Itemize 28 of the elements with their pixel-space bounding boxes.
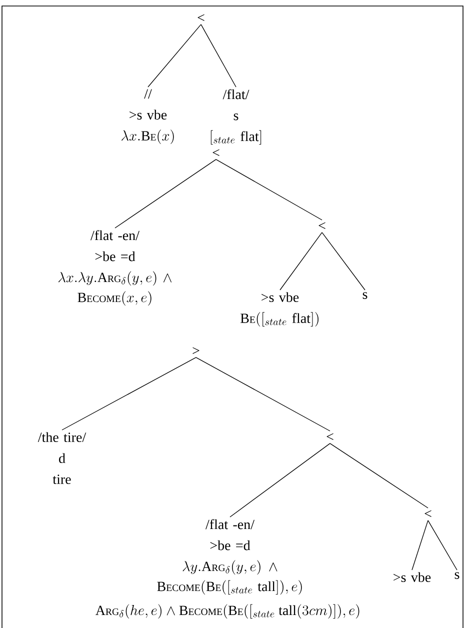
- operator-symbol: <: [326, 433, 334, 440]
- branch-line: [230, 443, 330, 518]
- branch-line: [196, 357, 330, 432]
- lexical-item: /flat -en/ >be =d $\lambda x.\lambda y.\mathrm{A}{\scriptstyle\mathrm{RG}}_\delta(y,e)\wedge \mathrm{B}{\scriptstyle\mathrm{ECOME}}(x,e)$: [58, 230, 172, 306]
- operator-symbol: s: [362, 292, 368, 299]
- lexical-item: /flat -en/ >be =d $\lambda y.\mathrm{A}{\scriptstyle\mathrm{RG}}_\delta(y,e)\wedge \mathrm{B}{\scriptstyle\mathrm{ECOME}}(\mathrm{B}{\scriptstyle\mathrm{E}}([_{state}\ \mbox{tall}]),e)$: [157, 519, 302, 595]
- branch-line: [428, 520, 458, 570]
- branch-line: [148, 24, 202, 88]
- lexical-item: // >s vbe $\lambda x.\mathrm{B}{\scriptstyle\mathrm{E}}(x)$: [122, 89, 174, 144]
- operator-symbol: <: [318, 222, 326, 229]
- branch-line: [322, 232, 366, 290]
- lexical-item: >s vbe $\mathrm{B}{\scriptstyle\mathrm{E}}([_{state}\ \mbox{flat}])$: [240, 292, 318, 327]
- branch-line: [280, 232, 322, 290]
- branch-line: [200, 24, 236, 88]
- lexical-item: /flat/ s $[_{state}\ \mbox{flat}]$: [210, 89, 262, 145]
- branch-line: [412, 520, 428, 570]
- lexical-item: >s vbe: [394, 572, 431, 582]
- operator-symbol: >: [192, 347, 200, 354]
- lexical-item: /the tire/ d tire: [38, 432, 86, 484]
- branch-line: [330, 443, 428, 508]
- formula-text: $\mathrm{A}{\scriptstyle\mathrm{RG}}_\delta(he,e)\wedge\mathrm{B}{\scriptstyle\mathrm{ECOME}}(\mathrm{B}{\scriptstyle\mathrm{E}}([_{state}\ \mbox{tall}(3cm)]),e)$: [96, 604, 360, 619]
- branch-line: [114, 159, 216, 228]
- operator-symbol: <: [212, 149, 220, 156]
- operator-symbol: s: [454, 572, 460, 579]
- branch-line: [62, 357, 196, 430]
- operator-symbol: <: [198, 14, 204, 21]
- branch-line: [216, 159, 322, 220]
- operator-symbol: <: [424, 510, 432, 517]
